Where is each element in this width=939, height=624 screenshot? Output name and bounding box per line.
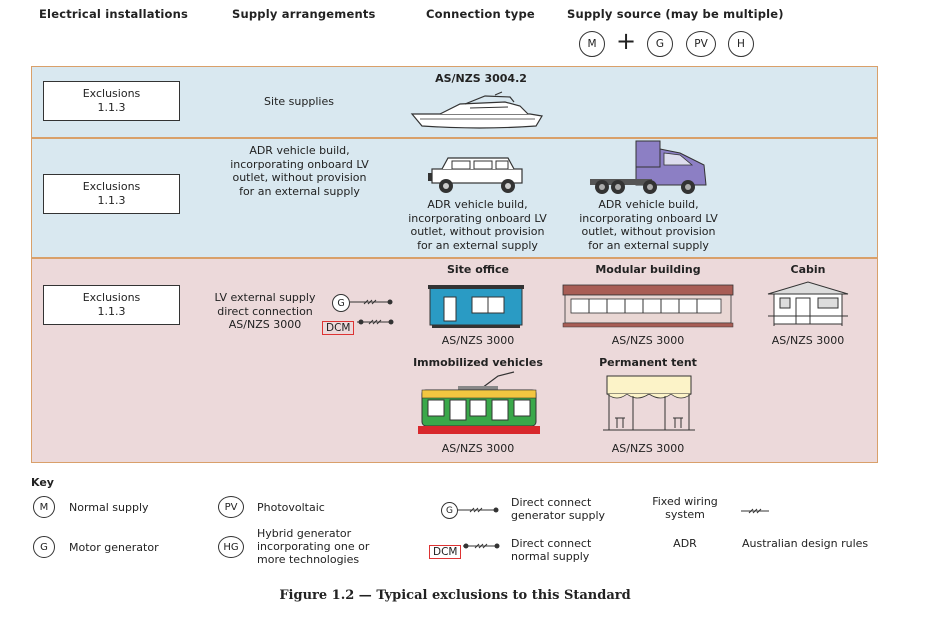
jeep-illustration [428,157,523,193]
key-generator-line-text: generator supply [511,509,606,522]
generator-symbol: G [332,294,350,312]
exclusions-box-row1: Exclusions 1.1.3 [43,81,180,121]
key-dcm-line-text: Direct connect [511,537,592,550]
key-pv-symbol: PV [218,496,244,518]
key-dcm-line-text: normal supply [511,550,590,563]
truck-line: incorporating onboard LV [579,211,718,225]
cabin-standard: AS/NZS 3000 [771,334,845,347]
exclusions-clause: 1.1.3 [97,194,126,207]
key-dcm-symbol: DCM [429,540,462,559]
adr-supply-line: ADR vehicle build, [249,144,350,157]
modular-building-label: Modular building [595,263,701,276]
exclusions-box-row2: Exclusions 1.1.3 [43,174,180,214]
jeep-line: outlet, without provision [410,225,545,238]
adr-supply-line: incorporating onboard LV [230,157,369,171]
tram-standard: AS/NZS 3000 [441,442,515,455]
exclusions-label: Exclusions [82,87,141,100]
truck-line: ADR vehicle build, [598,198,699,211]
source-m-symbol: M [579,31,605,57]
site-office-standard: AS/NZS 3000 [441,334,515,347]
site-office-illustration [428,285,524,328]
jeep-line: incorporating onboard LV [408,211,547,225]
key-hg-label: Hybrid generator incorporating one or mo… [257,527,369,566]
figure-caption: Figure 1.2 — Typical exclusions to this … [279,588,631,603]
key-hg-line: Hybrid generator [257,527,352,540]
key-fixed-wiring-symbol [741,508,769,514]
boat-illustration [410,91,543,129]
jeep-text: ADR vehicle build, incorporating onboard… [400,198,555,252]
lv-external-text: LV external supply direct connection AS/… [203,291,327,332]
key-generator-symbol: G [441,502,458,519]
source-g-symbol: G [647,31,673,57]
tent-standard: AS/NZS 3000 [611,442,685,455]
adr-supply-text: ADR vehicle build, incorporating onboard… [222,144,377,198]
lv-line: direct connection [217,304,313,318]
key-m-label: Normal supply [69,501,149,514]
source-plus-symbol: + [616,27,637,55]
jeep-line: for an external supply [417,238,538,252]
key-fixed-line-text: system [665,508,705,521]
exclusions-clause: 1.1.3 [97,101,126,114]
cabin-label: Cabin [790,263,826,276]
dcm-connection-line [357,319,394,325]
key-g-label: Motor generator [69,541,159,554]
exclusions-box-row3: Exclusions 1.1.3 [43,285,180,325]
lv-line: LV external supply [214,291,316,304]
header-connection-type: Connection type [426,7,535,21]
key-generator-line [458,507,499,513]
exclusions-clause: 1.1.3 [97,305,126,318]
standard-3004-label: AS/NZS 3004.2 [435,72,527,85]
key-dcm-line [463,543,500,549]
key-hg-symbol: HG [218,536,244,558]
source-h-symbol: H [728,31,754,57]
key-generator-label: Direct connect generator supply [511,496,605,522]
lv-line: AS/NZS 3000 [228,318,302,331]
cabin-illustration [767,281,849,326]
dcm-symbol: DCM [322,316,355,335]
immobilized-vehicles-label: Immobilized vehicles [413,356,543,369]
adr-supply-line: for an external supply [239,184,360,198]
truck-line: for an external supply [588,238,709,252]
tent-illustration [603,375,695,431]
key-m-symbol: M [33,496,55,518]
truck-text: ADR vehicle build, incorporating onboard… [571,198,726,252]
modular-building-standard: AS/NZS 3000 [611,334,685,347]
truck-illustration [590,140,707,194]
exclusions-label: Exclusions [82,291,141,304]
key-title: Key [31,476,54,489]
tram-illustration [418,371,540,434]
key-adr-symbol: ADR [673,537,697,550]
site-supplies-text: Site supplies [264,95,334,108]
source-pv-symbol: PV [686,31,716,57]
key-g-symbol: G [33,536,55,558]
key-adr-label: Australian design rules [742,537,869,550]
key-generator-line-text: Direct connect [511,496,592,509]
modular-building-illustration [562,284,734,328]
exclusions-label: Exclusions [82,180,141,193]
key-fixed-line-text: Fixed wiring [652,495,718,508]
key-pv-label: Photovoltaic [257,501,325,514]
header-supply-source: Supply source (may be multiple) [567,7,784,21]
key-hg-line: more technologies [257,553,360,566]
jeep-line: ADR vehicle build, [427,198,528,211]
key-dcm-label: Direct connect normal supply [511,537,591,563]
header-electrical-installations: Electrical installations [39,7,189,21]
header-supply-arrangements: Supply arrangements [232,7,376,21]
adr-supply-line: outlet, without provision [232,171,367,184]
site-office-label: Site office [446,263,510,276]
truck-line: outlet, without provision [581,225,716,238]
permanent-tent-label: Permanent tent [599,356,697,369]
generator-connection-line [350,299,393,305]
key-fixed-wiring-label: Fixed wiring system [641,495,729,521]
key-hg-line: incorporating one or [257,540,370,553]
